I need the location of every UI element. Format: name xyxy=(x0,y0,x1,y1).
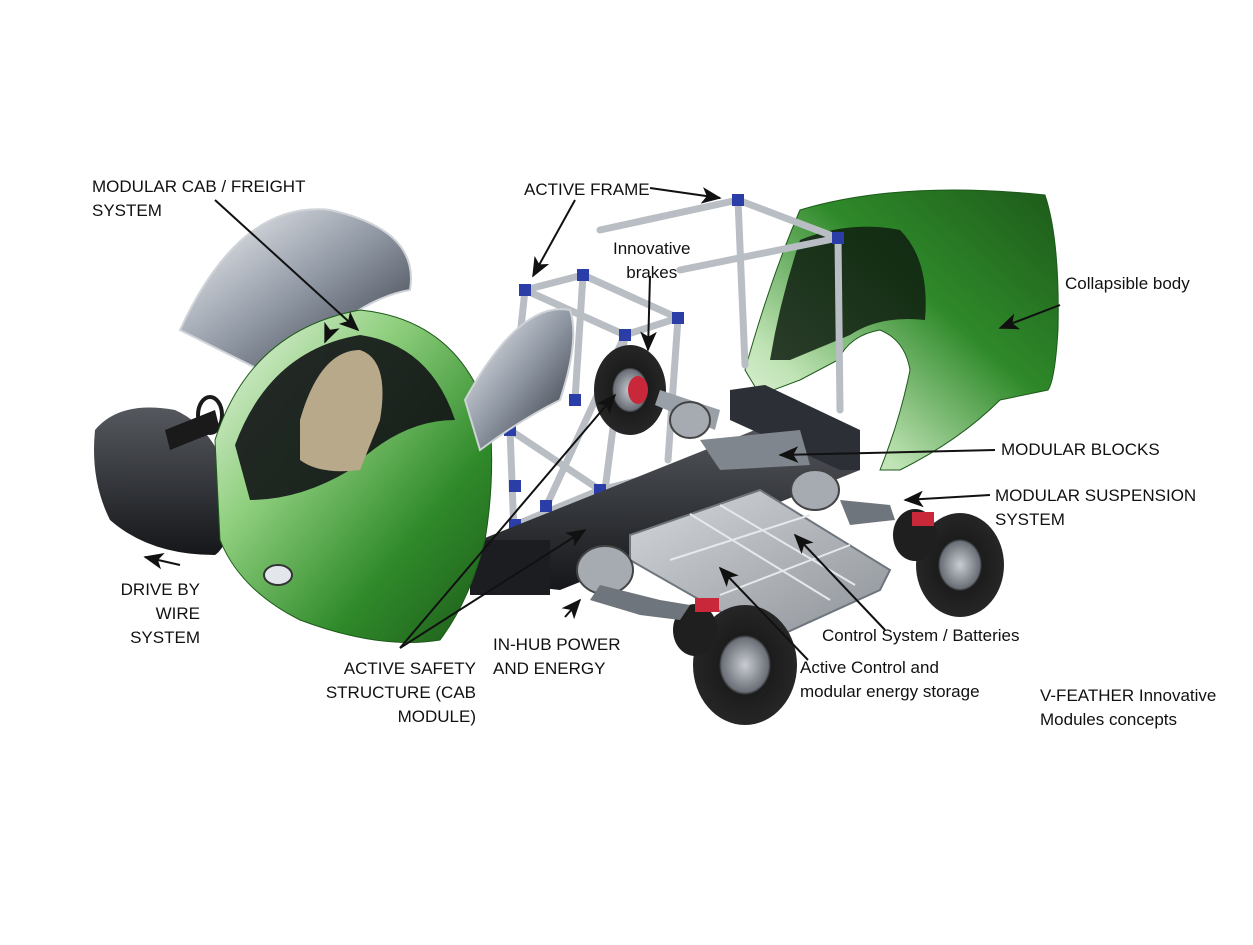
label-in-hub: IN-HUB POWER AND ENERGY xyxy=(493,635,621,678)
label-modular-suspension: MODULAR SUSPENSION SYSTEM xyxy=(995,486,1197,529)
label-drive-by-wire: DRIVE BY WIRE SYSTEM xyxy=(120,580,200,647)
cab-seat xyxy=(300,350,383,472)
frame-joints xyxy=(504,194,844,531)
label-innovative-brakes: Innovative brakes xyxy=(613,239,691,282)
label-modular-cab: MODULAR CAB / FREIGHT SYSTEM xyxy=(92,177,306,220)
leader-arrows xyxy=(143,187,1061,661)
cab-side-door xyxy=(463,308,575,452)
label-active-safety: ACTIVE SAFETY STRUCTURE (CAB MODULE) xyxy=(325,659,476,726)
cab-headlight xyxy=(263,564,293,586)
label-control-batteries: Control System / Batteries xyxy=(822,626,1020,645)
caption: V-FEATHER Innovative Modules concepts xyxy=(1040,686,1217,729)
label-active-control: Active Control and modular energy storag… xyxy=(800,658,980,701)
modular-blocks-bar xyxy=(730,385,860,470)
in-hub-motor-rear xyxy=(790,469,895,525)
collapsible-body-inner xyxy=(770,226,926,360)
steering-wheel xyxy=(196,395,224,435)
drive-by-wire-module xyxy=(94,407,235,555)
rear-wheel xyxy=(893,509,1004,617)
front-wheel xyxy=(673,598,797,725)
steering-column xyxy=(165,410,220,450)
battery-cell-lines xyxy=(669,504,856,601)
label-modular-blocks: MODULAR BLOCKS xyxy=(1001,440,1160,459)
in-hub-motor-front xyxy=(576,545,690,620)
label-active-frame: ACTIVE FRAME xyxy=(524,180,650,199)
label-collapsible-body: Collapsible body xyxy=(1065,274,1190,293)
